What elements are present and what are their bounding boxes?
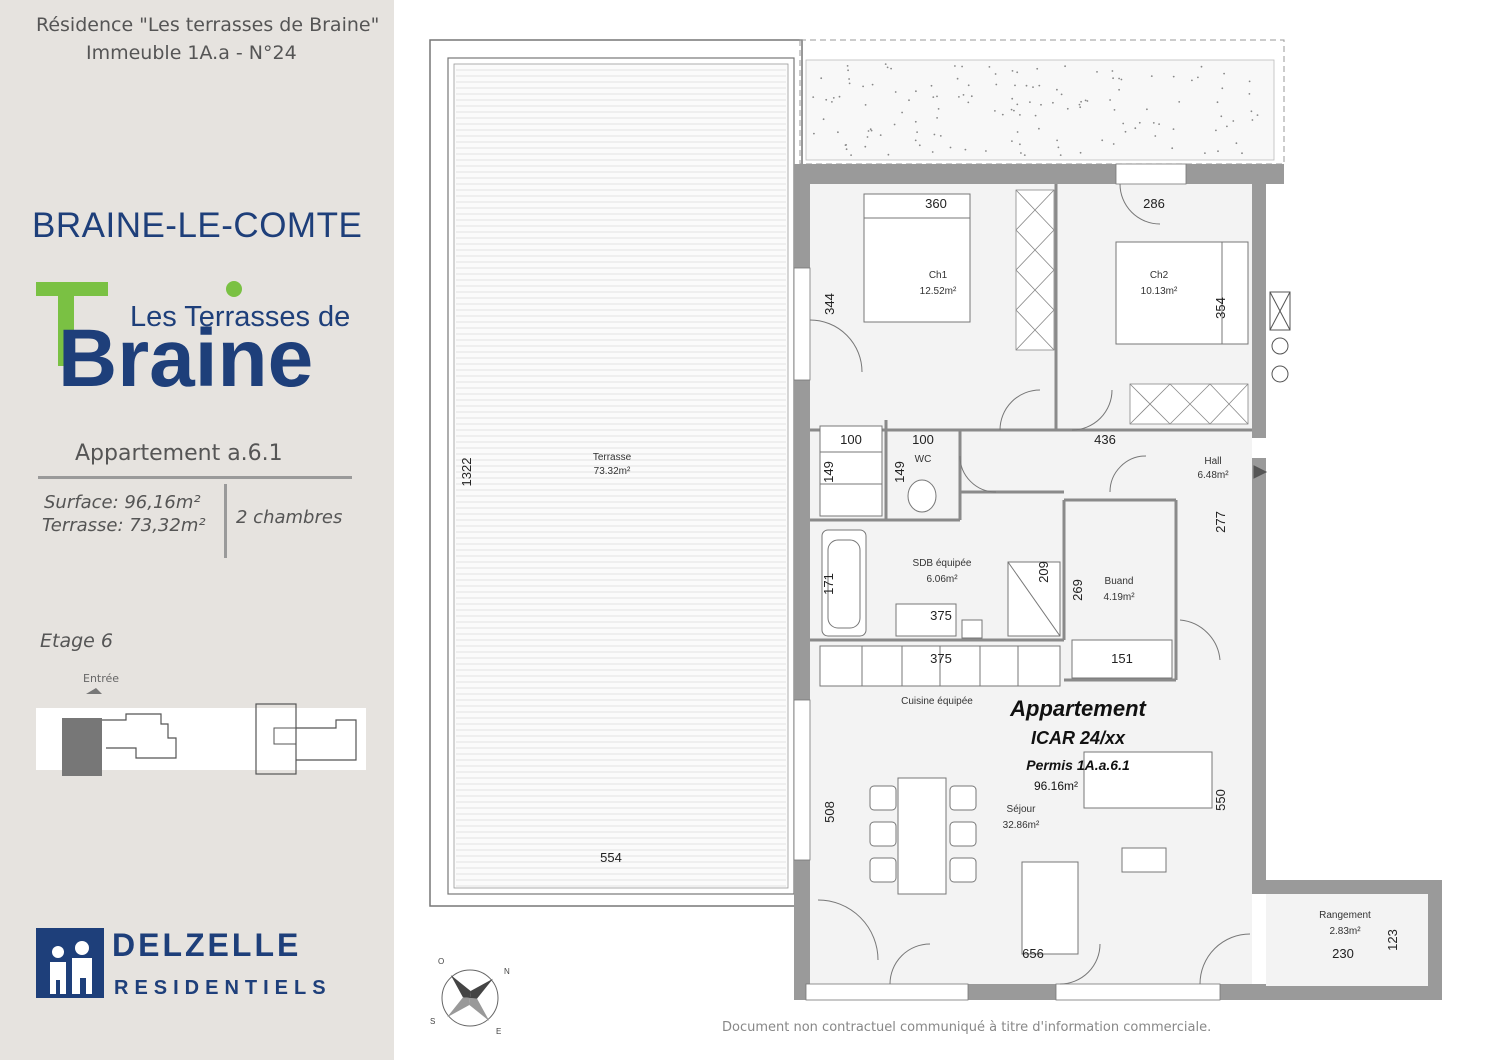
dim-436: 436	[1094, 432, 1116, 447]
ch2-area: 10.13m²	[1141, 286, 1178, 297]
dim-354: 354	[1213, 297, 1228, 319]
furniture-beds	[863, 193, 1249, 345]
kitchen-name: Cuisine équipée	[901, 696, 973, 707]
living-furniture	[869, 751, 1213, 955]
apartment-title: Appartement a.6.1	[75, 441, 283, 466]
dim-149a: 149	[821, 461, 836, 483]
sdb-area: 6.06m²	[926, 574, 958, 585]
hall-area: 6.48m²	[1197, 470, 1229, 481]
divider	[38, 476, 352, 479]
dim-100a: 100	[840, 432, 862, 447]
terrace-area: Terrasse 73.32m²	[429, 39, 803, 907]
residence-name: Résidence "Les terrasses de Braine"	[36, 14, 380, 36]
sejour-name: Séjour	[1007, 804, 1037, 815]
dim-230: 230	[1332, 946, 1354, 961]
floor-keymap	[36, 688, 366, 776]
floor-label: Etage 6	[40, 630, 113, 652]
dim-100b: 100	[912, 432, 934, 447]
kitchen-counter	[819, 645, 1061, 687]
wardrobes	[1015, 189, 1249, 425]
dim-277: 277	[1213, 511, 1228, 533]
entry-label: Entrée	[83, 672, 120, 685]
dim-286: 286	[1143, 196, 1165, 211]
divider-vertical	[224, 484, 227, 558]
dim-375a: 375	[930, 608, 952, 623]
windows	[793, 163, 1221, 1001]
compass-rose: N O S E	[430, 957, 510, 1036]
stamp-area: 96.16m²	[1034, 779, 1078, 793]
compass-s: S	[430, 1017, 435, 1026]
planter-area	[799, 39, 1285, 165]
dim-1322: 1322	[459, 458, 474, 487]
dim-149b: 149	[892, 461, 907, 483]
brand-line2: RESIDENTIELS	[114, 977, 332, 999]
sanitary-fixtures	[819, 425, 1173, 679]
delzelle-logo: DELZELLE RESIDENTIELS	[36, 928, 332, 999]
surface-value: Surface: 96,16m²	[44, 492, 201, 513]
dim-508: 508	[822, 801, 837, 823]
ch1-area: 12.52m²	[920, 286, 957, 297]
wc-name: WC	[915, 454, 932, 465]
dim-656: 656	[1022, 946, 1044, 961]
terrace-value: Terrasse: 73,32m²	[42, 515, 206, 536]
info-sidebar: Résidence "Les terrasses de Braine" Imme…	[0, 0, 394, 1060]
door-swings	[809, 183, 1251, 985]
compass-e: E	[496, 1027, 501, 1036]
ch1-name: Ch1	[929, 270, 948, 281]
stamp-line2: ICAR 24/xx	[1031, 728, 1126, 748]
disclaimer: Document non contractuel communiqué à ti…	[722, 1020, 1212, 1035]
city-title: BRAINE-LE-COMTE	[32, 206, 363, 245]
entry-arrow-icon	[86, 688, 102, 694]
apartment-stamp: Appartement ICAR 24/xx Permis 1A.a.6.1 9…	[1009, 696, 1147, 793]
building-number: Immeuble 1A.a - N°24	[86, 42, 297, 64]
brand-line1: DELZELLE	[112, 928, 301, 963]
buand-name: Buand	[1105, 576, 1134, 587]
dimension-labels: 360 286 344 354 100 100 436 149 149 1322…	[459, 196, 1400, 961]
buand-area: 4.19m²	[1103, 592, 1135, 603]
dim-375b: 375	[930, 651, 952, 666]
dim-171: 171	[821, 573, 836, 595]
hall-name: Hall	[1204, 456, 1221, 467]
dim-344: 344	[822, 293, 837, 315]
terrace-room-area: 73.32m²	[594, 466, 631, 477]
entrance-symbols	[1253, 291, 1291, 479]
dim-151: 151	[1111, 651, 1133, 666]
interior-walls	[810, 184, 1252, 682]
stamp-line1: Appartement	[1009, 696, 1147, 721]
ch2-name: Ch2	[1150, 270, 1169, 281]
floor-plan: Terrasse 73.32m²	[429, 39, 1442, 1036]
sdb-name: SDB équipée	[913, 558, 972, 569]
logo-big-text: Braine	[58, 313, 313, 396]
dim-269: 269	[1070, 579, 1085, 601]
rangement-area: 2.83m²	[1329, 926, 1361, 937]
stamp-line3: Permis 1A.a.6.1	[1026, 757, 1130, 773]
sejour-area: 32.86m²	[1003, 820, 1040, 831]
bedroom-count: 2 chambres	[236, 507, 343, 528]
terrasses-de-braine-logo: Les Terrasses de Braine	[36, 281, 350, 396]
rangement-name: Rangement	[1319, 910, 1371, 921]
dim-550: 550	[1213, 789, 1228, 811]
dim-360: 360	[925, 196, 947, 211]
compass-n: N	[504, 967, 510, 976]
compass-o: O	[438, 957, 444, 966]
logo-top-text: Les Terrasses de	[130, 301, 350, 333]
terrace-room-name: Terrasse	[593, 452, 632, 463]
dim-123: 123	[1385, 929, 1400, 951]
dim-554: 554	[600, 850, 622, 865]
room-labels: Ch1 12.52m² Ch2 10.13m² WC Hall 6.48m² S…	[901, 270, 1371, 937]
dim-209: 209	[1036, 561, 1051, 583]
